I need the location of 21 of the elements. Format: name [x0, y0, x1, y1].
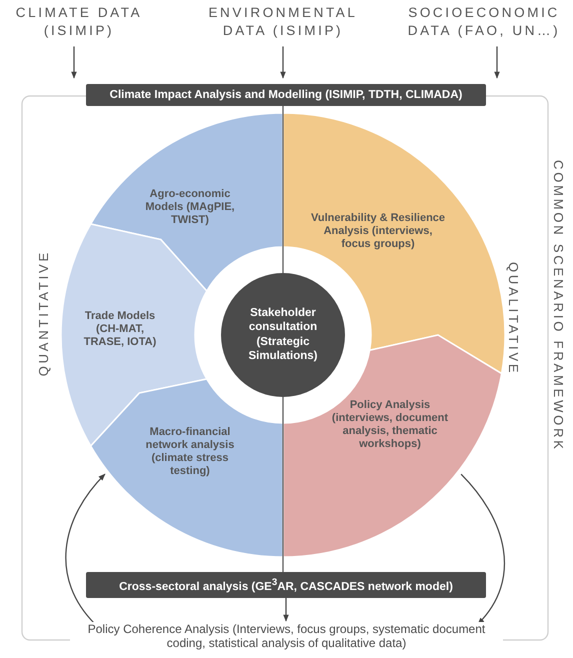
arrow [460, 474, 505, 625]
segment-label: Trade Models (CH-MAT, TRASE, IOTA) [82, 310, 158, 350]
footer-label: Policy Coherence Analysis (Interviews, focus groups, systematic document coding, statistical analysis of qualitative data) [70, 622, 503, 651]
arrow [71, 46, 77, 79]
source-label: CLIMATE DATA (ISIMIP) [4, 4, 154, 40]
segment-label: Macro-financial network analysis (climate stress testing) [144, 426, 236, 478]
segment-label: Agro-economic Models (MAgPIE, TWIST) [144, 188, 236, 228]
arrow [283, 598, 289, 622]
side-label: QUANTITATIVE [36, 250, 51, 376]
side-label: COMMON SCENARIO FRAMEWORK [551, 160, 566, 452]
side-label: QUALITATIVE [506, 262, 521, 376]
arrow [65, 474, 106, 624]
segment-label: Policy Analysis (interviews, document analysis, thematic workshops) [330, 398, 450, 452]
circle-label: Stakeholder consultation (Strategic Simulations) [247, 306, 318, 364]
segment-label: Vulnerability & Resilience Analysis (interviews, focus groups) [310, 212, 446, 252]
arrow [494, 46, 500, 79]
source-label: ENVIRONMENTAL DATA (ISIMIP) [193, 4, 373, 40]
arrow [280, 46, 286, 79]
source-label: SOCIOECONOMIC DATA (FAO, UN…) [398, 4, 570, 40]
heading-bar: Cross-sectoral analysis (GE$^{3}$AR, CASCADES network model) [86, 572, 486, 598]
heading-bar: Climate Impact Analysis and Modelling (ISIMIP, TDTH, CLIMADA) [86, 84, 486, 106]
